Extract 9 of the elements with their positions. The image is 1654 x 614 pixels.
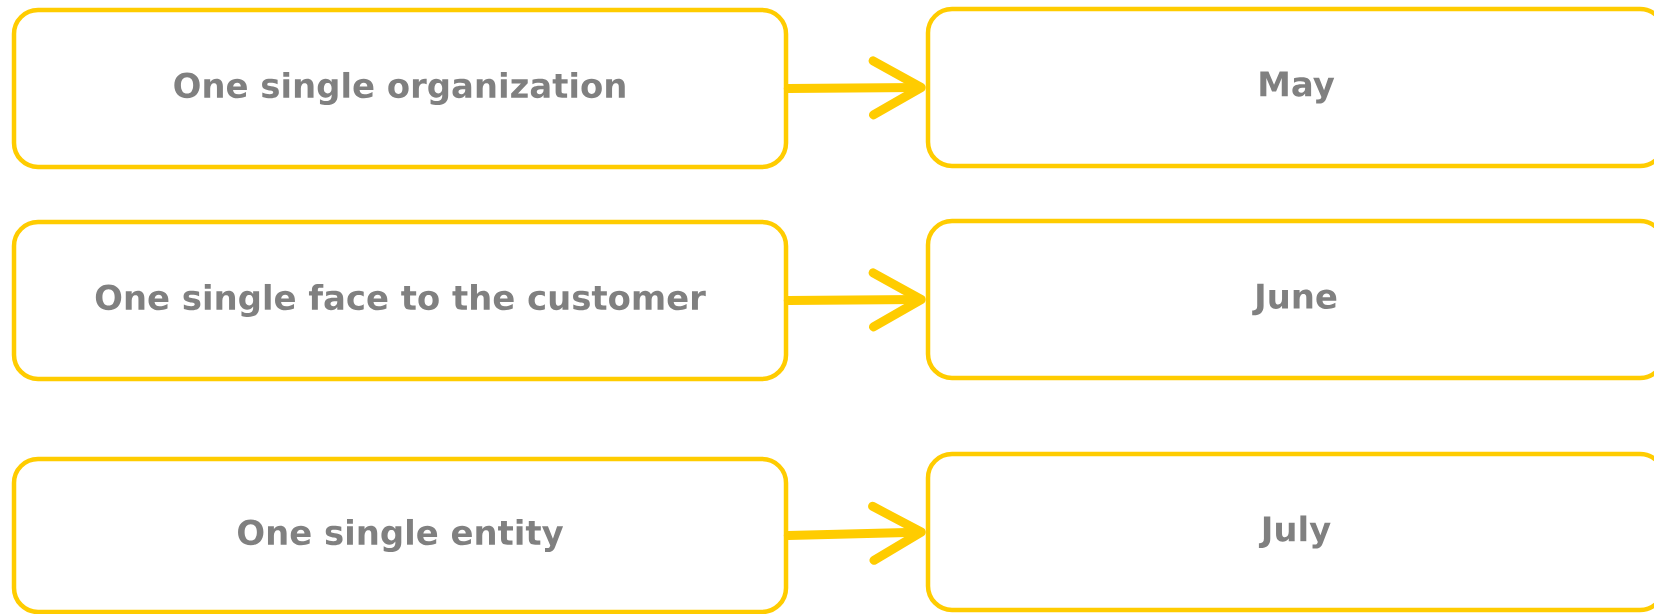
text-box: One single face to the customer [11,219,789,382]
text-box: One single organization [11,7,789,170]
text-box: One single entity [11,456,789,614]
text-box: July [925,451,1654,613]
text-box: May [925,6,1654,169]
arrow [783,501,926,565]
text-box: June [925,218,1654,381]
arrow [783,56,926,120]
arrow [783,268,926,332]
